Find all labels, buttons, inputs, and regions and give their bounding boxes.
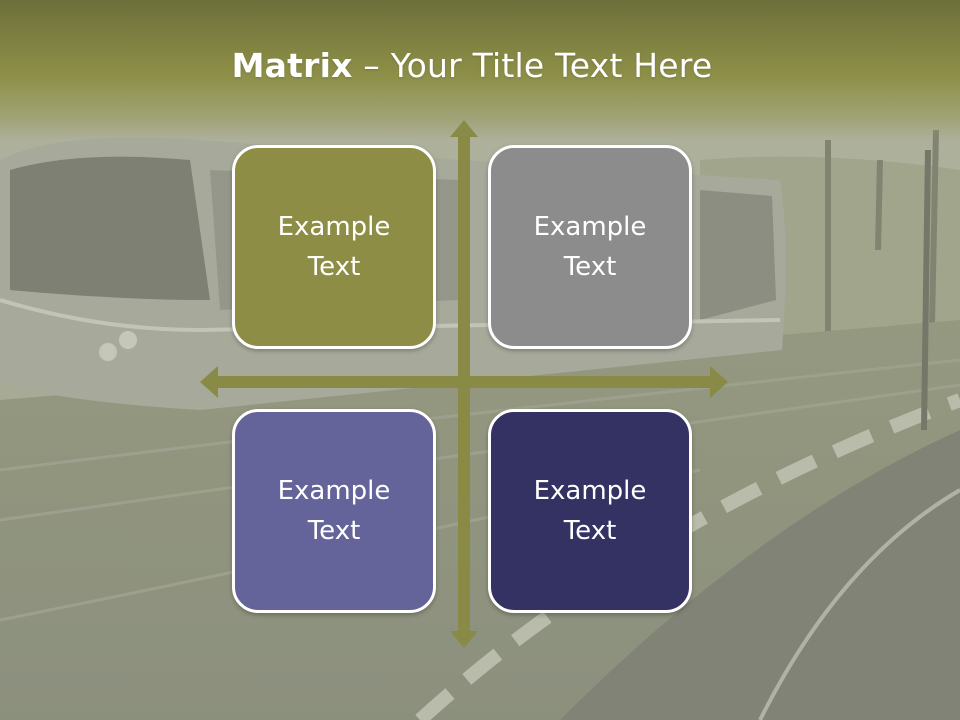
title-bold: Matrix: [231, 46, 353, 85]
cell-label: Example Text: [533, 476, 647, 546]
cell-label: Example Text: [533, 212, 647, 282]
slide-title[interactable]: Matrix – Your Title Text Here: [0, 46, 944, 85]
cell-label: Example Text: [277, 476, 391, 546]
matrix-cell-top-left[interactable]: Example Text: [232, 145, 436, 349]
matrix-cell-top-right[interactable]: Example Text: [488, 145, 692, 349]
pole: [921, 149, 931, 431]
horizontal-arrow-shaft: [214, 376, 710, 388]
arrow-down-icon: [450, 631, 478, 648]
lane-line: [758, 488, 960, 720]
curb-stripes: [415, 393, 960, 720]
cell-label: Example Text: [277, 212, 391, 282]
arrow-right-icon: [710, 366, 728, 398]
matrix-cell-bottom-left[interactable]: Example Text: [232, 409, 436, 613]
matrix-cell-bottom-right[interactable]: Example Text: [488, 409, 692, 613]
title-rest: – Your Title Text Here: [352, 46, 713, 85]
road: [560, 430, 960, 720]
arrow-left-icon: [200, 366, 218, 398]
arrow-up-icon: [450, 120, 478, 137]
header-band: [0, 0, 960, 140]
